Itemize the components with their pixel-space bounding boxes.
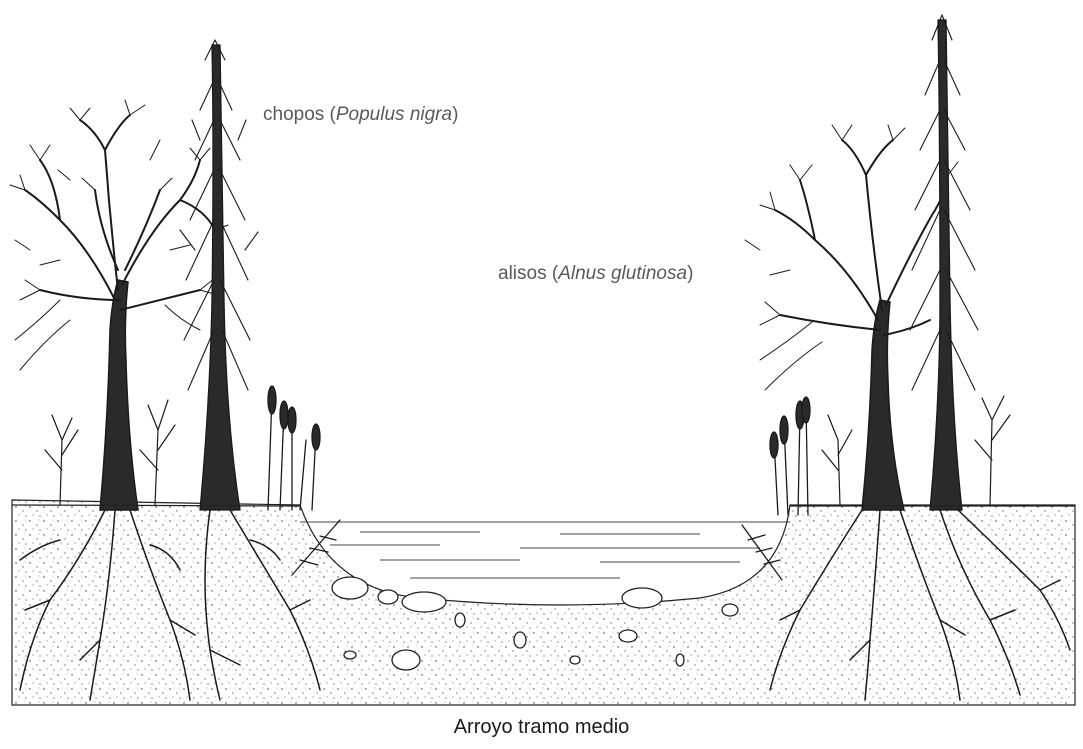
left-poplar-tree (180, 40, 258, 510)
poplar-latin-name: Populus nigra (336, 104, 452, 125)
alder-label: alisos (Alnus glutinosa) (498, 263, 693, 285)
alder-common-name: alisos ( (498, 263, 558, 284)
alder-latin-name: Alnus glutinosa (558, 263, 687, 284)
poplar-label: chopos (Populus nigra) (263, 104, 458, 126)
alder-label-close: ) (687, 263, 693, 284)
right-shrubs (822, 396, 1010, 505)
left-broad-tree (10, 100, 228, 510)
right-poplar-tree (910, 15, 978, 510)
stream-water (300, 522, 790, 578)
figure-caption: Arroyo tramo medio (0, 716, 1083, 739)
poplar-common-name: chopos ( (263, 104, 336, 125)
soil-ground (12, 500, 1075, 705)
poplar-label-close: ) (452, 104, 458, 125)
